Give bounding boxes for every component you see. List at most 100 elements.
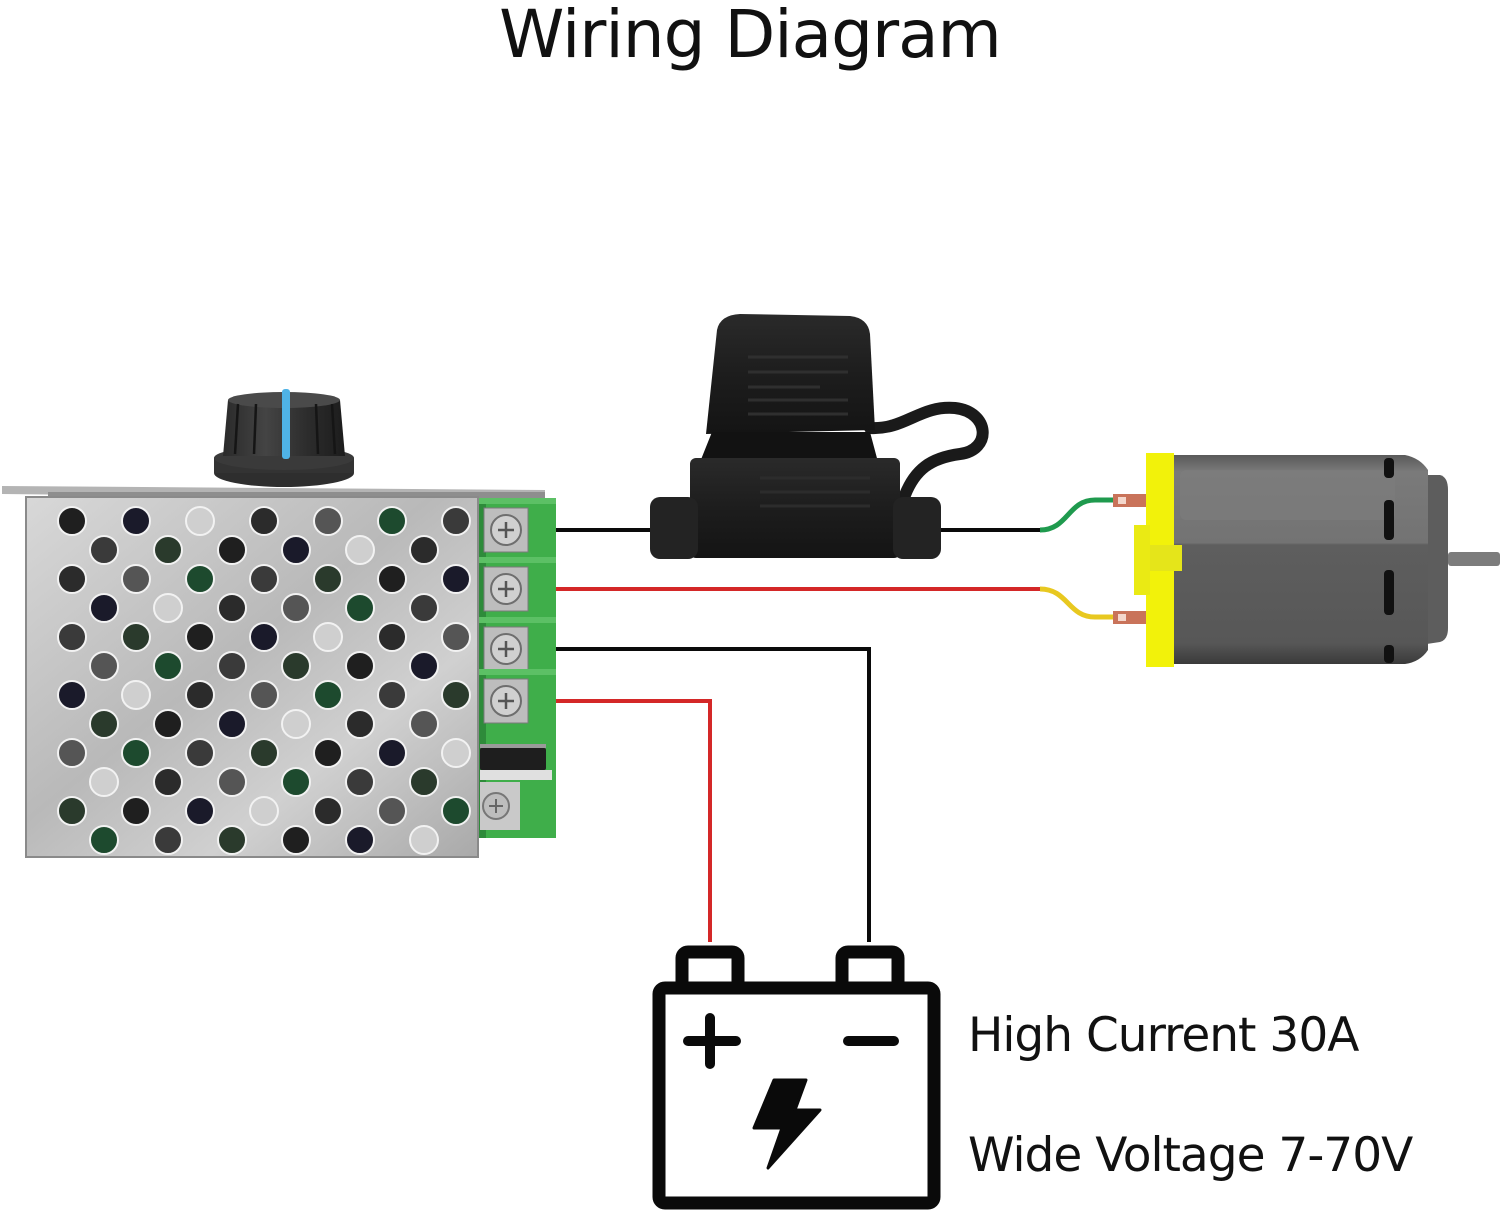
vent-hole <box>121 506 151 536</box>
plus-icon <box>683 1013 741 1069</box>
wires <box>520 497 1115 942</box>
vent-hole <box>57 622 87 652</box>
vent-hole <box>313 796 343 826</box>
spec-current: High Current 30A <box>968 1008 1359 1063</box>
vent-hole <box>217 535 247 565</box>
vent-hole <box>441 796 471 826</box>
vent-hole <box>377 680 407 710</box>
vent-hole <box>185 622 215 652</box>
vent-hole <box>217 651 247 681</box>
vent-hole <box>409 593 439 623</box>
vent-hole <box>121 564 151 594</box>
vent-hole <box>185 796 215 826</box>
vent-hole <box>377 738 407 768</box>
vent-hole <box>153 593 183 623</box>
vent-hole <box>345 825 375 855</box>
wire-controller-to-battery-positive <box>520 699 712 942</box>
motor-lead-green <box>1039 497 1115 533</box>
motor-lead-yellow <box>1039 586 1115 620</box>
vent-hole <box>313 564 343 594</box>
vent-hole <box>441 738 471 768</box>
vent-hole <box>377 796 407 826</box>
vent-hole <box>153 651 183 681</box>
speed-controller <box>2 389 556 858</box>
vent-hole <box>377 622 407 652</box>
vent-hole <box>409 709 439 739</box>
vent-hole <box>185 680 215 710</box>
vent-hole <box>57 796 87 826</box>
motor-terminal-top <box>1113 494 1146 507</box>
vent-hole <box>249 680 279 710</box>
vent-hole <box>377 564 407 594</box>
vent-hole <box>345 767 375 797</box>
vent-hole <box>121 680 151 710</box>
vent-hole <box>281 593 311 623</box>
vent-hole <box>345 709 375 739</box>
lightning-bolt-icon <box>752 1078 822 1170</box>
battery <box>652 945 941 1210</box>
spec-voltage: Wide Voltage 7-70V <box>968 1128 1413 1183</box>
vent-hole <box>217 825 247 855</box>
vent-hole <box>121 796 151 826</box>
vent-hole <box>89 825 119 855</box>
vent-hole <box>281 535 311 565</box>
speed-knob[interactable] <box>214 389 354 487</box>
vent-hole <box>153 767 183 797</box>
vent-hole <box>153 535 183 565</box>
wire-controller-to-battery-negative <box>520 647 871 942</box>
vent-hole <box>57 564 87 594</box>
vent-hole <box>313 680 343 710</box>
vent-hole <box>89 767 119 797</box>
fuse-holder <box>650 314 989 559</box>
vent-hole <box>153 709 183 739</box>
terminal-block <box>476 498 556 838</box>
vent-hole <box>217 767 247 797</box>
vent-hole <box>57 680 87 710</box>
vent-hole <box>281 825 311 855</box>
vent-hole <box>281 651 311 681</box>
slide-switch <box>480 748 546 770</box>
vent-hole <box>249 622 279 652</box>
diagram-title: Wiring Diagram <box>499 0 1002 73</box>
vent-hole <box>249 738 279 768</box>
motor-shaft <box>1448 552 1500 566</box>
vent-hole <box>313 506 343 536</box>
vent-hole <box>185 506 215 536</box>
vent-hole <box>409 651 439 681</box>
vent-hole <box>281 767 311 797</box>
vent-hole <box>217 593 247 623</box>
vent-hole <box>57 738 87 768</box>
vent-hole <box>345 535 375 565</box>
vent-hole <box>345 593 375 623</box>
vent-hole <box>249 564 279 594</box>
vent-hole <box>249 506 279 536</box>
vent-hole <box>281 709 311 739</box>
vent-hole <box>441 622 471 652</box>
vent-hole <box>313 738 343 768</box>
vent-hole <box>409 767 439 797</box>
vent-hole <box>153 825 183 855</box>
vent-hole <box>89 535 119 565</box>
vent-hole <box>377 506 407 536</box>
vent-hole <box>217 709 247 739</box>
vent-hole <box>185 738 215 768</box>
knob-indicator <box>282 389 290 459</box>
vent-hole <box>121 622 151 652</box>
vent-hole <box>89 593 119 623</box>
motor-terminal-bottom <box>1113 611 1146 624</box>
vent-hole <box>345 651 375 681</box>
vent-hole <box>89 651 119 681</box>
vent-hole <box>441 564 471 594</box>
vent-hole <box>441 506 471 536</box>
vent-hole <box>313 622 343 652</box>
dc-motor <box>1113 453 1500 667</box>
vent-hole <box>185 564 215 594</box>
vent-hole <box>249 796 279 826</box>
fuse-strap <box>864 401 989 501</box>
vent-hole <box>57 506 87 536</box>
vent-hole <box>409 535 439 565</box>
vent-hole <box>409 825 439 855</box>
vent-hole <box>441 680 471 710</box>
vent-hole <box>121 738 151 768</box>
